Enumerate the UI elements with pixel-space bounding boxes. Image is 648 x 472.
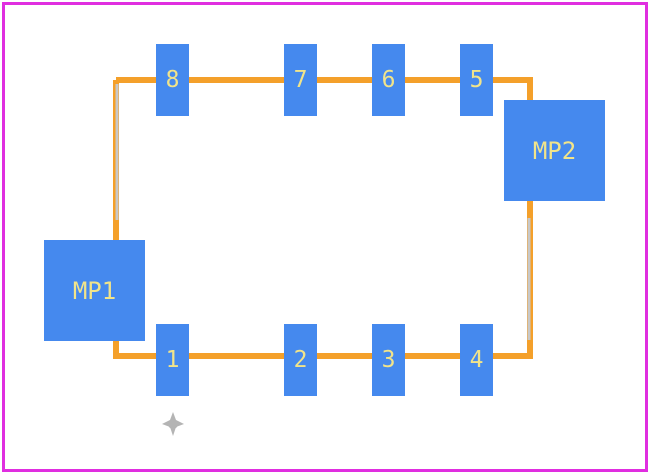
pad-label: 8	[165, 67, 180, 93]
pad-6: 6	[372, 44, 405, 116]
pad-8: 8	[156, 44, 189, 116]
pad-label: 7	[293, 67, 308, 93]
pad-1: 1	[156, 324, 189, 396]
pad-label: 4	[469, 347, 484, 373]
pad-7: 7	[284, 44, 317, 116]
pad-5: 5	[460, 44, 493, 116]
pad-3: 3	[372, 324, 405, 396]
crosshair-icon	[162, 412, 184, 436]
pad-label: 3	[381, 347, 396, 373]
pad-mp2: MP2	[504, 100, 605, 201]
pad-label: 2	[293, 347, 308, 373]
pad-label: MP1	[72, 276, 117, 305]
pad-2: 2	[284, 324, 317, 396]
pad-label: 6	[381, 67, 396, 93]
pad-label: 5	[469, 67, 484, 93]
pad-mp1: MP1	[44, 240, 145, 341]
pad-label: 1	[165, 347, 180, 373]
silkscreen-top-edge	[116, 77, 533, 100]
pad-4: 4	[460, 324, 493, 396]
pad-label: MP2	[532, 136, 577, 165]
